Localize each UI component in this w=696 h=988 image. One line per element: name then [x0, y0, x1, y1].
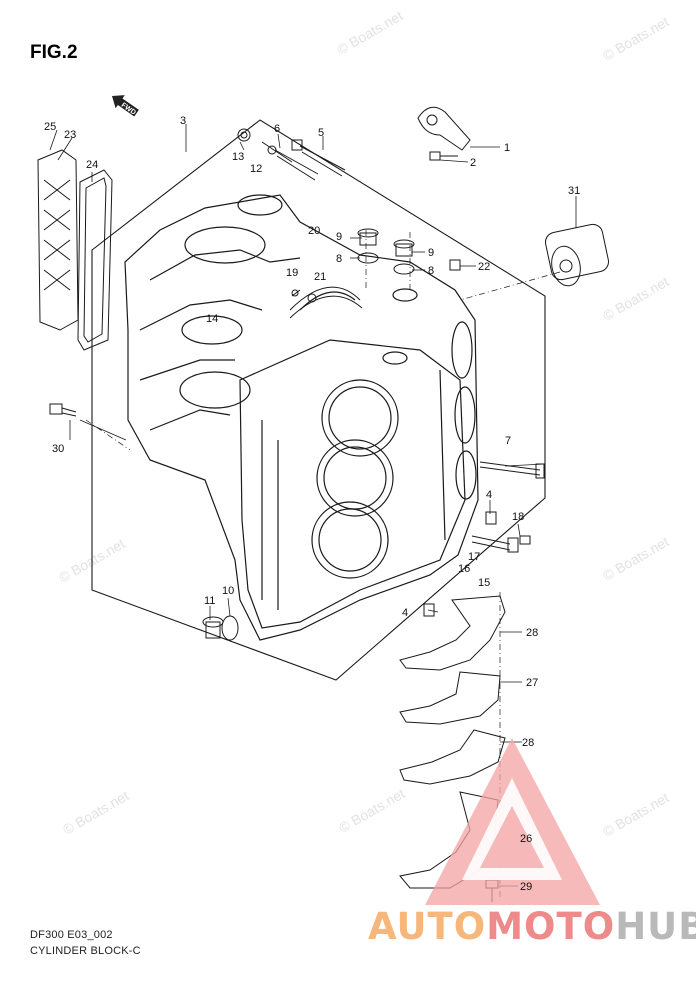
- oring-8b: [393, 263, 415, 275]
- brand-wordmark: AUTOMOTOHUB: [368, 905, 696, 948]
- callout-10: 10: [222, 585, 234, 597]
- oil-filter-31: [545, 223, 609, 287]
- callout-26: 26: [520, 833, 532, 845]
- plug-9b: [393, 239, 415, 257]
- callout-15: 15: [478, 577, 490, 589]
- bolt-12-13: [237, 128, 293, 163]
- diagram-name: CYLINDER BLOCK-C: [30, 945, 141, 957]
- callout-6: 6: [274, 123, 280, 135]
- callout-16: 16: [458, 563, 470, 575]
- gasket-24: [77, 169, 113, 351]
- bolt-2: [429, 151, 458, 161]
- brand-part-2: MOTO: [486, 905, 616, 948]
- callout-9b: 9: [428, 247, 434, 259]
- callout-5: 5: [318, 127, 324, 139]
- callout-21: 21: [314, 271, 326, 283]
- callout-1: 1: [504, 142, 510, 154]
- callout-28a: 28: [526, 627, 538, 639]
- callout-24: 24: [86, 159, 98, 171]
- fwd-arrow-icon: [112, 95, 139, 117]
- bolt-30: [49, 403, 77, 417]
- oring-8a: [357, 252, 379, 264]
- plug-4a: [485, 511, 497, 525]
- bracket-1: [417, 106, 471, 151]
- callout-8b: 8: [428, 265, 434, 277]
- callout-20: 20: [308, 225, 320, 237]
- callout-4a: 4: [486, 489, 492, 501]
- callout-8a: 8: [336, 253, 342, 265]
- callout-22: 22: [478, 261, 490, 273]
- plate-20: [289, 286, 363, 319]
- bolt-5: [291, 139, 346, 177]
- fwd-arrow: FWD: [112, 95, 139, 117]
- callout-7: 7: [505, 435, 511, 447]
- callout-2: 2: [470, 157, 476, 169]
- diagram-code: DF300 E03_002: [30, 929, 113, 941]
- plug-4b: [423, 603, 435, 617]
- callout-27: 27: [526, 677, 538, 689]
- callout-18: 18: [512, 511, 524, 523]
- callout-23: 23: [64, 129, 76, 141]
- callout-31: 31: [568, 185, 580, 197]
- oring-10: [221, 615, 239, 641]
- cylinder-block: [124, 194, 479, 641]
- callout-28b: 28: [522, 737, 534, 749]
- side-cover-23: [37, 149, 79, 331]
- gasket-28b: [399, 729, 506, 785]
- callout-4b: 4: [402, 607, 408, 619]
- automotohub-logo-icon: [425, 738, 600, 905]
- plug-18: [519, 535, 531, 545]
- callout-9a: 9: [336, 231, 342, 243]
- brand-part-3: HUB: [615, 905, 696, 948]
- callout-19: 19: [286, 267, 298, 279]
- callout-numbers: 1 2 3 4 4 5 6 7 8 8 9 9 10 11 12 13 14 1…: [44, 115, 580, 893]
- fitting-17: [471, 535, 519, 553]
- fwd-label: FWD: [120, 102, 137, 117]
- brand-part-1: AUTO: [368, 905, 487, 948]
- callout-25: 25: [44, 121, 56, 133]
- plate-27: [399, 671, 501, 725]
- figure-title: FIG.2: [30, 42, 78, 63]
- pin-19: [291, 289, 301, 297]
- plug-9a: [357, 228, 379, 246]
- callout-14: 14: [206, 313, 218, 325]
- callout-17: 17: [468, 551, 480, 563]
- assembly-outline: [91, 119, 546, 681]
- callout-12: 12: [250, 163, 262, 175]
- callout-29: 29: [520, 881, 532, 893]
- callout-30: 30: [52, 443, 64, 455]
- bolt-6: [267, 145, 319, 181]
- callout-3: 3: [180, 115, 186, 127]
- gasket-28a: [399, 595, 506, 671]
- callout-13: 13: [232, 151, 244, 163]
- callout-11: 11: [204, 595, 215, 607]
- plug-22: [449, 259, 461, 271]
